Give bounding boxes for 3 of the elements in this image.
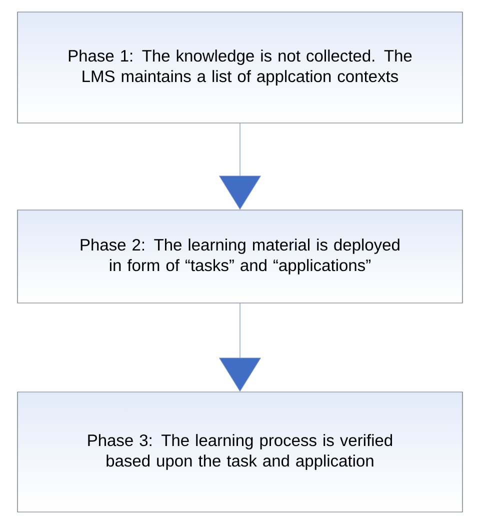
phase-box: Phase 2: The learning material is deployed in form of “tasks” and “applications” (17, 210, 463, 304)
phase-box: Phase 3: The learning process is verified based upon the task and application (17, 392, 463, 512)
phase-box: Phase 1: The knowledge is not collected. The LMS maintains a list of applcation contexts (17, 12, 463, 124)
